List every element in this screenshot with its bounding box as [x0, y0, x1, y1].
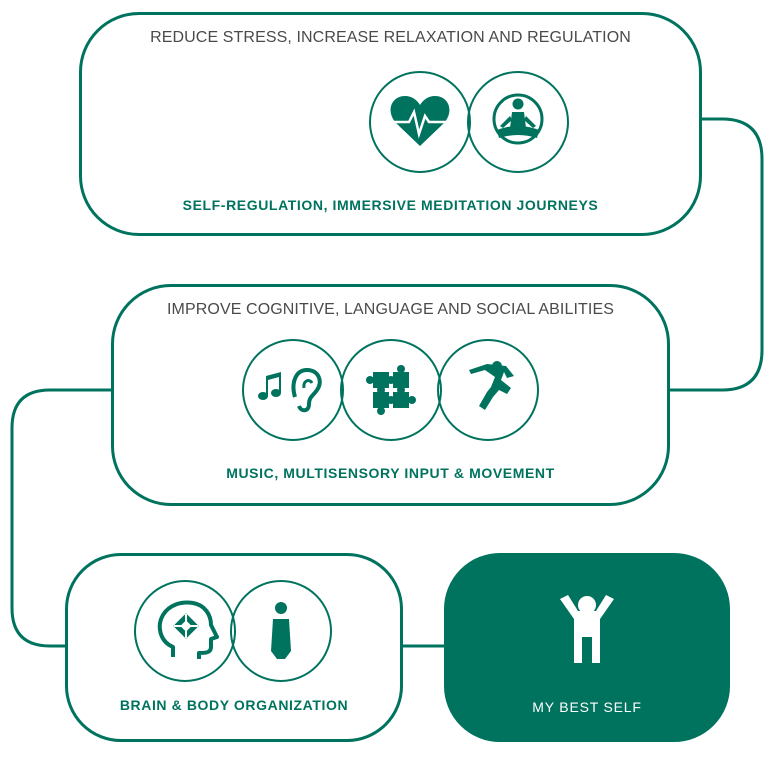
music-ear-icon	[258, 367, 322, 413]
connector-2-3	[10, 388, 112, 648]
body-icon	[271, 602, 291, 659]
brain-head-icon	[157, 600, 219, 659]
step-subtitle: MUSIC, MULTISENSORY INPUT & MOVEMENT	[226, 465, 555, 481]
step-icons	[560, 595, 614, 663]
connector-1-2	[668, 117, 764, 392]
step-box-organization: BRAIN & BODY ORGANIZATION	[65, 553, 403, 742]
step-subtitle: BRAIN & BODY ORGANIZATION	[119, 697, 349, 713]
step-box-cognitive: IMPROVE COGNITIVE, LANGUAGE AND SOCIAL A…	[111, 284, 670, 506]
step-subtitle: MY BEST SELF	[532, 699, 642, 715]
step-icons	[369, 71, 569, 173]
step-box-relaxation: REDUCE STRESS, INCREASE RELAXATION AND R…	[79, 12, 702, 236]
movement-icon	[469, 361, 514, 410]
puzzle-icon	[366, 365, 416, 415]
step-icons	[134, 580, 332, 682]
meditation-icon	[492, 93, 544, 145]
heart-pulse-icon	[390, 96, 450, 146]
best-self-person-icon	[560, 595, 614, 663]
step-icons	[242, 339, 539, 441]
step-subtitle: SELF-REGULATION, IMMERSIVE MEDITATION JO…	[182, 197, 599, 213]
step-box-best-self: MY BEST SELF	[444, 553, 730, 742]
step-heading: REDUCE STRESS, INCREASE RELAXATION AND R…	[150, 29, 631, 46]
step-heading: IMPROVE COGNITIVE, LANGUAGE AND SOCIAL A…	[167, 301, 614, 318]
